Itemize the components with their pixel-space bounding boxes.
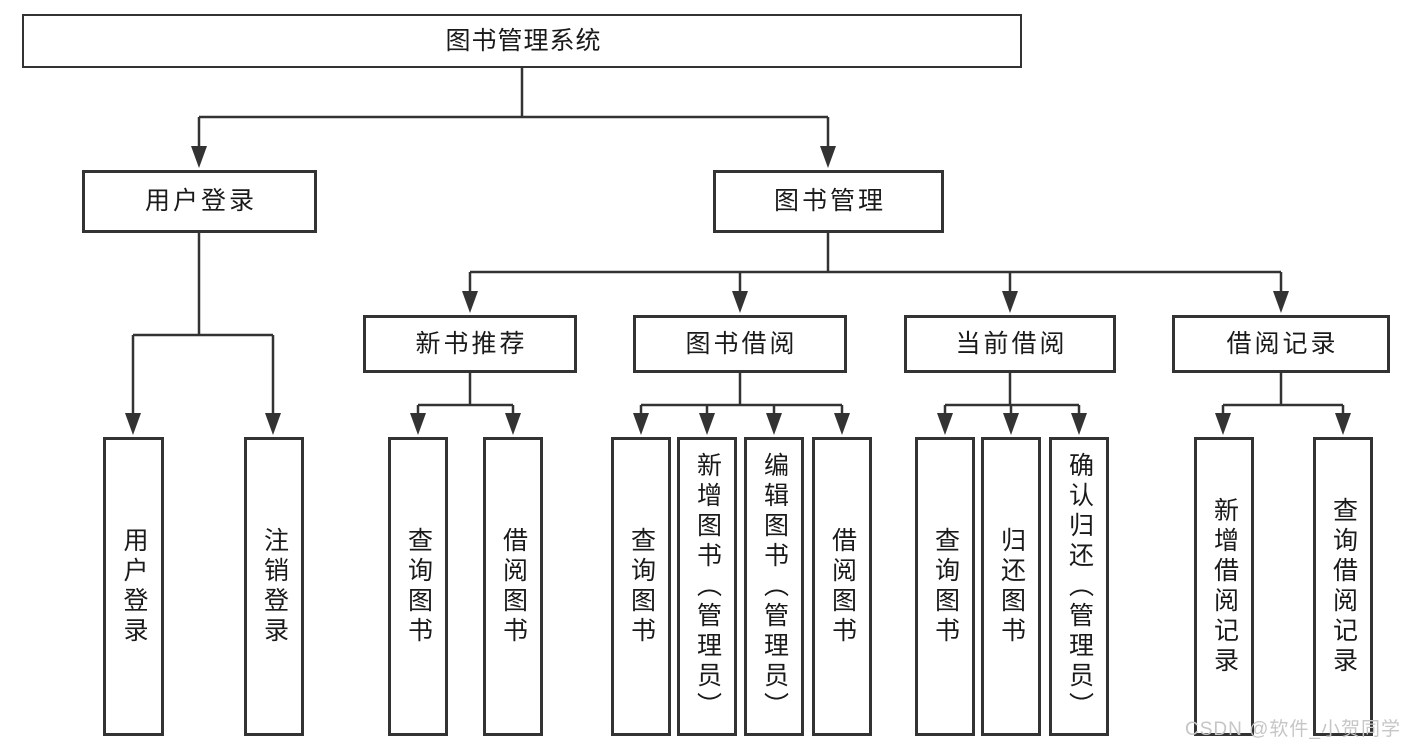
node-label: 新增借阅记录	[1210, 496, 1239, 677]
node-label: 确认归还（管理员）	[1065, 451, 1094, 722]
node-book-management: 图书管理	[713, 170, 944, 233]
watermark: CSDN @软件_小贺同学	[1185, 719, 1401, 740]
node-label: 图书管理系统	[445, 26, 602, 55]
leaf-logout: 注销登录	[244, 437, 304, 736]
leaf-borrow-books: 借阅图书	[812, 437, 872, 736]
leaf-add-borrow-record: 新增借阅记录	[1194, 437, 1254, 736]
leaf-user-login: 用户登录	[103, 437, 164, 736]
leaf-query-books-borrow: 查询图书	[611, 437, 671, 736]
arrowheads	[125, 146, 1351, 435]
node-label: 查询图书	[627, 526, 656, 647]
leaf-return-books: 归还图书	[981, 437, 1041, 736]
leaf-confirm-return-admin: 确认归还（管理员）	[1049, 437, 1109, 736]
node-label: 注销登录	[260, 526, 289, 647]
node-label: 图书借阅	[685, 329, 798, 358]
node-label: 查询图书	[931, 526, 960, 647]
leaf-borrow-books-recommend: 借阅图书	[483, 437, 543, 736]
node-borrowing-records: 借阅记录	[1172, 315, 1390, 373]
leaf-add-books-admin: 新增图书（管理员）	[677, 437, 737, 736]
node-label: 查询借阅记录	[1329, 496, 1358, 677]
leaf-edit-books-admin: 编辑图书（管理员）	[744, 437, 804, 736]
node-label: 借阅图书	[499, 526, 528, 647]
node-label: 用户登录	[144, 187, 257, 215]
node-current-borrowing: 当前借阅	[904, 315, 1116, 373]
node-label: 查询图书	[404, 526, 433, 647]
node-label: 借阅图书	[828, 526, 857, 647]
node-user-login: 用户登录	[82, 170, 317, 233]
node-label: 归还图书	[997, 526, 1026, 647]
node-label: 编辑图书（管理员）	[760, 451, 789, 722]
leaf-query-books-current: 查询图书	[915, 437, 975, 736]
leaf-query-borrow-record: 查询借阅记录	[1313, 437, 1373, 736]
node-label: 用户登录	[120, 526, 148, 647]
node-label: 图书管理	[773, 187, 886, 215]
node-book-borrowing: 图书借阅	[633, 315, 847, 373]
node-label: 新书推荐	[415, 329, 528, 358]
leaf-query-books-recommend: 查询图书	[388, 437, 448, 736]
node-label: 新增图书（管理员）	[693, 451, 722, 722]
node-label: 当前借阅	[955, 329, 1068, 358]
node-new-book-recommendation: 新书推荐	[363, 315, 577, 373]
node-library-management-system: 图书管理系统	[22, 14, 1022, 68]
node-label: 借阅记录	[1226, 329, 1339, 358]
